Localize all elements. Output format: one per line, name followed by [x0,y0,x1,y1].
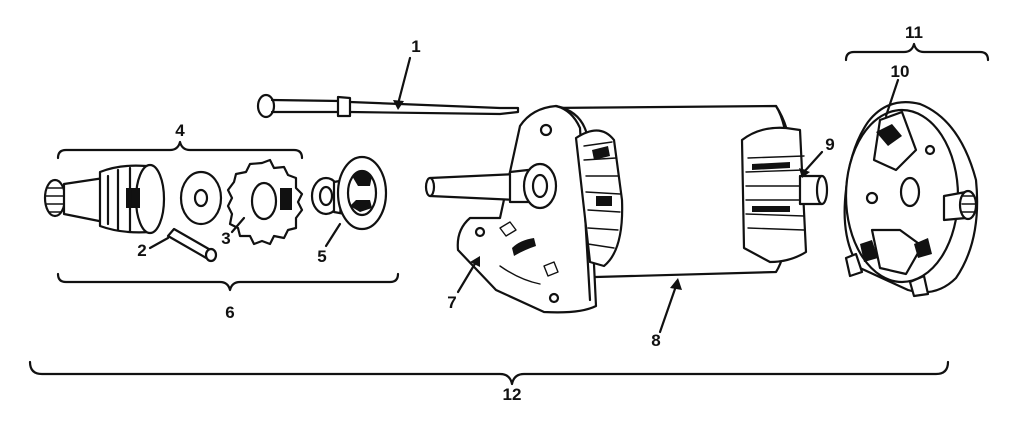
callout-10: 10 [891,62,910,81]
drive-sleeve [43,163,166,235]
callout-1: 1 [411,37,420,56]
callout-4: 4 [175,121,185,140]
clutch-collar [310,155,388,231]
callout-6: 6 [225,303,234,322]
armature-shaft [798,174,829,206]
bracket-12 [28,360,950,386]
through-bolt [256,93,520,119]
end-cap [843,101,979,298]
callout-5: 5 [317,247,326,266]
callout-11: 11 [905,23,923,42]
washer [179,170,223,226]
leader-lines [148,56,900,334]
callout-2: 2 [137,241,146,260]
bracket-11 [844,42,990,62]
callout-12: 12 [503,385,522,404]
bracket-6 [56,272,400,292]
callout-8: 8 [651,331,660,350]
bracket-4 [56,140,304,160]
callout-3: 3 [221,229,230,248]
pin [166,227,218,263]
callout-7: 7 [447,293,456,312]
drive-end-bracket [424,104,624,314]
callout-9: 9 [825,135,834,154]
pinion-gear [226,158,304,246]
